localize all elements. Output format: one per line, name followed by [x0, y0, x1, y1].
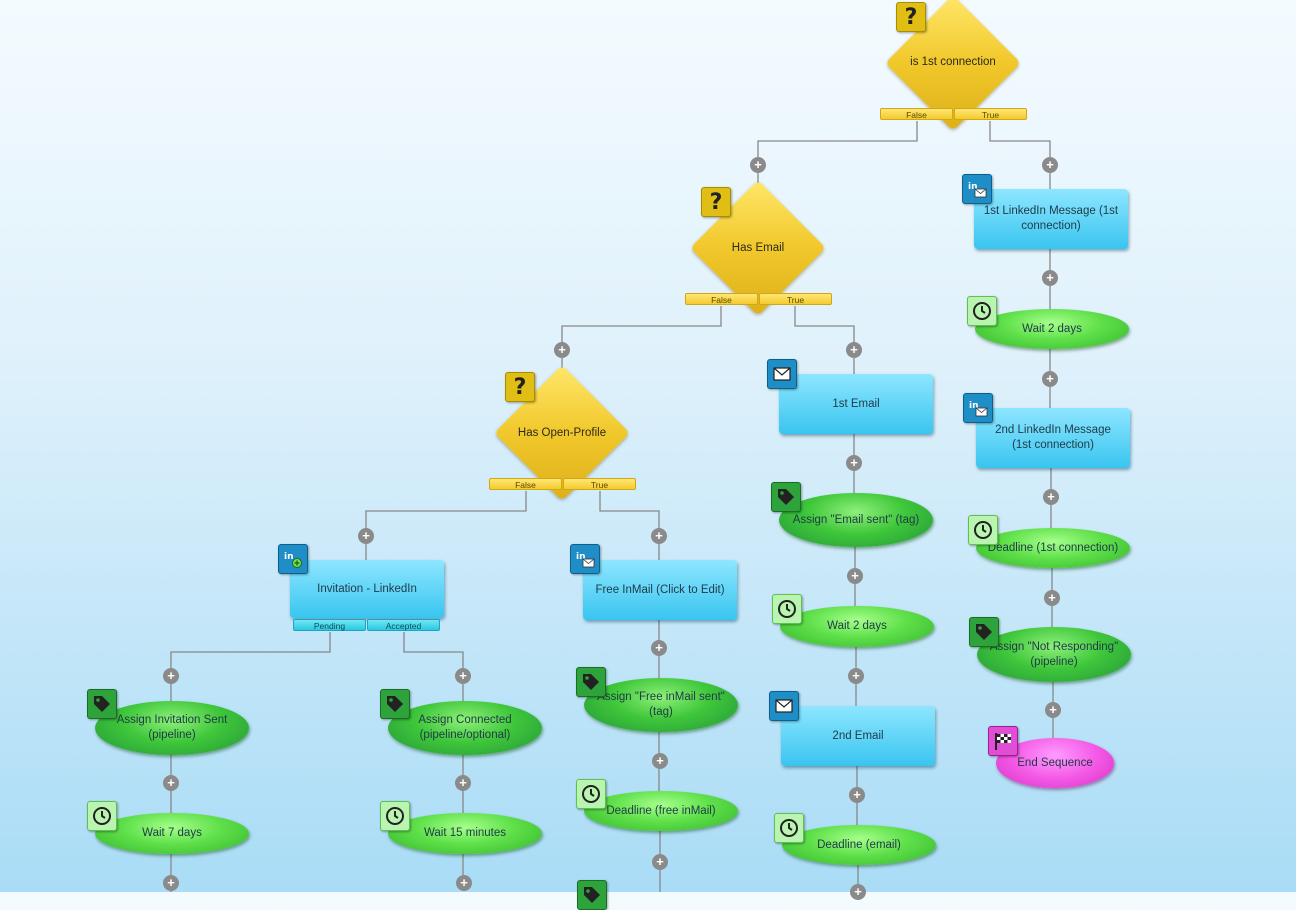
add-step-button[interactable]: +	[358, 528, 374, 544]
task-linkedin-message-2[interactable]: 2nd LinkedIn Message (1st connection)	[976, 408, 1130, 468]
svg-text:in: in	[968, 182, 978, 192]
tag-icon	[380, 689, 410, 719]
add-step-button[interactable]: +	[750, 157, 766, 173]
add-step-button[interactable]: +	[846, 342, 862, 358]
question-icon: ?	[505, 372, 535, 402]
assign-free-inmail-sent[interactable]: Assign "Free inMail sent" (tag)	[584, 678, 738, 732]
email-icon	[767, 359, 797, 389]
linkedin-message-icon: in	[570, 544, 600, 574]
add-step-button[interactable]: +	[651, 528, 667, 544]
deadline-free-inmail[interactable]: Deadline (free inMail)	[584, 791, 738, 831]
add-step-button[interactable]: +	[455, 775, 471, 791]
add-step-button[interactable]: +	[1042, 371, 1058, 387]
add-step-button[interactable]: +	[455, 668, 471, 684]
task-free-inmail[interactable]: Free InMail (Click to Edit)	[583, 560, 737, 620]
task-email-2[interactable]: 2nd Email	[781, 706, 935, 766]
wait-2-days-email[interactable]: Wait 2 days	[780, 606, 934, 647]
add-step-button[interactable]: +	[652, 753, 668, 769]
add-step-button[interactable]: +	[850, 884, 866, 900]
add-step-button[interactable]: +	[1045, 702, 1061, 718]
finish-flag-icon	[988, 726, 1018, 756]
clock-icon	[87, 801, 117, 831]
add-step-button[interactable]: +	[651, 640, 667, 656]
add-step-button[interactable]: +	[1044, 590, 1060, 606]
clock-icon	[967, 296, 997, 326]
assign-invitation-sent[interactable]: Assign Invitation Sent (pipeline)	[95, 701, 249, 755]
tag-icon	[87, 689, 117, 719]
linkedin-message-icon: in	[963, 393, 993, 423]
tag-icon	[577, 880, 607, 910]
branch-pending[interactable]: Pending	[293, 619, 366, 631]
deadline-1st-connection[interactable]: Deadline (1st connection)	[976, 528, 1130, 568]
add-step-button[interactable]: +	[849, 787, 865, 803]
add-step-button[interactable]: +	[846, 455, 862, 471]
decision-label: is 1st connection	[910, 56, 996, 68]
deadline-email[interactable]: Deadline (email)	[782, 825, 936, 865]
branch-true[interactable]: True	[954, 108, 1027, 120]
add-step-button[interactable]: +	[163, 668, 179, 684]
branch-false[interactable]: False	[880, 108, 953, 120]
add-step-button[interactable]: +	[847, 568, 863, 584]
add-step-button[interactable]: +	[163, 775, 179, 791]
wait-7-days[interactable]: Wait 7 days	[95, 813, 249, 854]
tag-icon	[969, 617, 999, 647]
branch-false[interactable]: False	[489, 478, 562, 490]
clock-icon	[774, 813, 804, 843]
svg-text:in: in	[284, 552, 294, 562]
add-step-button[interactable]: +	[1042, 157, 1058, 173]
add-step-button[interactable]: +	[163, 875, 179, 891]
add-step-button[interactable]: +	[1043, 489, 1059, 505]
clock-icon	[968, 515, 998, 545]
assign-email-sent[interactable]: Assign "Email sent" (tag)	[779, 493, 933, 547]
add-step-button[interactable]: +	[848, 668, 864, 684]
decision-label: Has Email	[731, 242, 785, 254]
add-step-button[interactable]: +	[1042, 270, 1058, 286]
svg-text:in: in	[576, 552, 586, 562]
add-step-button[interactable]: +	[554, 342, 570, 358]
wait-15-minutes[interactable]: Wait 15 minutes	[388, 813, 542, 854]
email-icon	[769, 691, 799, 721]
task-email-1[interactable]: 1st Email	[779, 374, 933, 434]
svg-text:in: in	[969, 401, 979, 411]
add-step-button[interactable]: +	[456, 875, 472, 891]
branch-true[interactable]: True	[563, 478, 636, 490]
question-icon: ?	[896, 2, 926, 32]
tag-icon	[771, 482, 801, 512]
wait-2-days[interactable]: Wait 2 days	[975, 309, 1129, 349]
linkedin-invite-icon: in	[278, 544, 308, 574]
linkedin-message-icon: in	[962, 174, 992, 204]
assign-connected[interactable]: Assign Connected (pipeline/optional)	[388, 701, 542, 755]
clock-icon	[576, 779, 606, 809]
tag-icon	[576, 667, 606, 697]
task-invitation-linkedin[interactable]: Invitation - LinkedIn	[290, 560, 444, 618]
assign-not-responding[interactable]: Assign "Not Responding" (pipeline)	[977, 627, 1131, 682]
clock-icon	[380, 801, 410, 831]
question-icon: ?	[701, 187, 731, 217]
branch-false[interactable]: False	[685, 293, 758, 305]
add-step-button[interactable]: +	[652, 854, 668, 870]
branch-true[interactable]: True	[759, 293, 832, 305]
decision-label: Has Open-Profile	[517, 427, 607, 439]
branch-accepted[interactable]: Accepted	[367, 619, 440, 631]
clock-icon	[772, 594, 802, 624]
task-linkedin-message-1[interactable]: 1st LinkedIn Message (1st connection)	[974, 189, 1128, 249]
